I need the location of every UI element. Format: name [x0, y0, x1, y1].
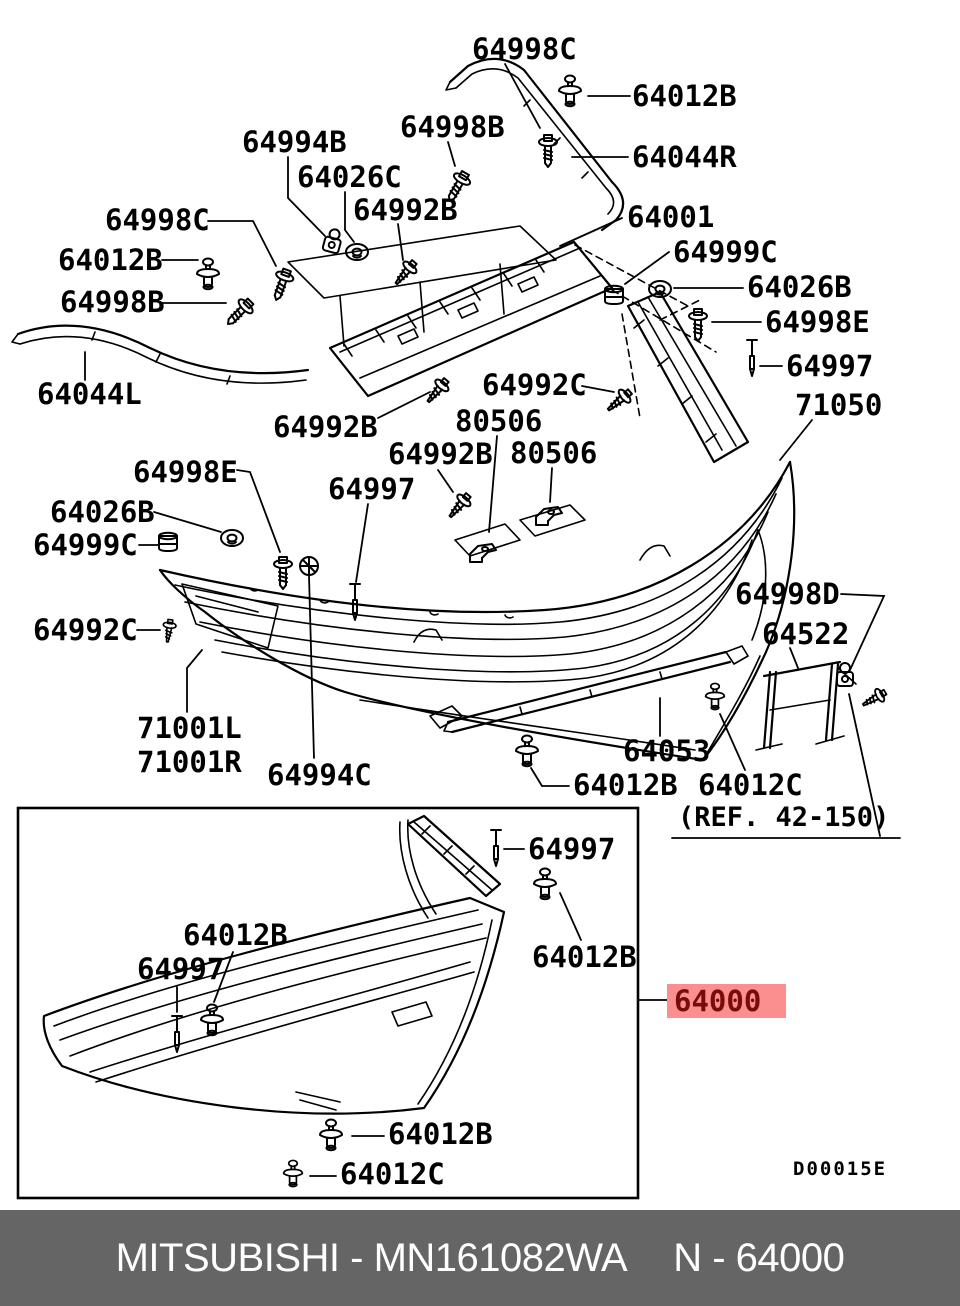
part-label-64053: 64053 — [623, 734, 710, 768]
bolt-glyph — [220, 294, 258, 332]
part-label-64992c-left: 64992C — [33, 613, 138, 647]
grommet-glyph — [648, 280, 672, 298]
part-label-64026b-left: 64026B — [50, 495, 155, 529]
screw-glyph — [160, 618, 178, 644]
part-label-64999c-left: 64999C — [33, 528, 138, 562]
part-label-64998e-right: 64998E — [765, 305, 870, 339]
lower-bracket-64053-art — [429, 645, 749, 734]
part-label-64026c: 64026C — [297, 160, 402, 194]
clip-glyph — [704, 682, 726, 711]
part-label-64992c-mid: 64992C — [482, 368, 587, 402]
part-label-64997-mid: 64997 — [328, 472, 415, 506]
footer-catalog-code: N - 64000 — [673, 1235, 845, 1280]
part-label-64992b-mid: 64992B — [388, 437, 493, 471]
part-label-64998b-left: 64998B — [60, 285, 165, 319]
bolt-glyph — [273, 556, 293, 590]
part-label-64994b: 64994B — [242, 125, 347, 159]
part-label-64999c-right: 64999C — [673, 235, 778, 269]
corner-stay-art — [621, 290, 750, 464]
pin-glyph — [746, 339, 758, 377]
part-label-71050: 71050 — [795, 388, 882, 422]
bolt-glyph — [538, 134, 558, 168]
part-label-64997-box-left: 64997 — [137, 952, 224, 986]
clip-nut-glyph — [321, 226, 345, 255]
part-label-80506-b: 80506 — [510, 436, 597, 470]
license-bracket-64522-art — [755, 660, 857, 751]
part-label-64998c-top: 64998C — [472, 32, 577, 66]
part-label-64998c-left: 64998C — [105, 203, 210, 237]
part-label-71001l: 71001L — [137, 711, 242, 745]
clip-glyph — [515, 734, 539, 768]
screw-glyph — [443, 488, 476, 523]
part-label-64997-right: 64997 — [786, 349, 873, 383]
cap-glyph — [158, 531, 178, 552]
part-label-64012b-lower: 64012B — [573, 768, 678, 802]
drawing-code: D00015E — [793, 1158, 888, 1180]
part-label-64998e-left: 64998E — [133, 455, 238, 489]
bolt-glyph — [266, 265, 297, 305]
cap-glyph — [604, 284, 624, 305]
screw-glyph — [421, 373, 454, 408]
bracket-glyph — [535, 506, 563, 526]
boxed-subdiagram-art — [16, 806, 640, 1200]
part-label-64012b-box-right: 64012B — [532, 940, 637, 974]
upper-right-molding-64044R-art — [445, 57, 625, 232]
part-label-64044l: 64044L — [37, 377, 142, 411]
clip-glyph — [196, 257, 220, 291]
part-label-71001r: 71001R — [137, 745, 242, 779]
part-label-64012c-box-bottom: 64012C — [340, 1157, 445, 1191]
clip-glyph — [282, 1159, 304, 1188]
clip-glyph — [319, 1118, 343, 1152]
part-label-64992b-mid-left: 64992B — [273, 410, 378, 444]
part-label-64994c: 64994C — [267, 758, 372, 792]
pin-glyph — [490, 829, 502, 867]
part-label-64998b-top: 64998B — [400, 110, 505, 144]
part-label-64012b-box-bottom: 64012B — [388, 1117, 493, 1151]
part-label-64522: 64522 — [762, 617, 849, 651]
part-label-64012b-top: 64012B — [632, 79, 737, 113]
clip-glyph — [558, 74, 582, 108]
rosette-glyph — [299, 556, 319, 576]
screw-glyph — [858, 685, 890, 712]
part-label-64012b-left: 64012B — [58, 243, 163, 277]
grommet-glyph — [220, 529, 244, 547]
part-label-64012b-box-left: 64012B — [183, 918, 288, 952]
part-label-64026b-right: 64026B — [747, 270, 852, 304]
bracket-glyph — [469, 543, 497, 563]
part-label-80506-a: 80506 — [455, 404, 542, 438]
footer-bar: MITSUBISHI - MN161082WA N - 64000 — [0, 1210, 960, 1306]
part-label-64001: 64001 — [627, 200, 714, 234]
footer-brand-part-code: MITSUBISHI - MN161082WA — [115, 1235, 628, 1280]
clip-glyph — [533, 867, 557, 901]
part-label-64997-box-right: 64997 — [528, 832, 615, 866]
part-labels: 64998C 64012B 64998B 64994B 64026C 64992… — [33, 32, 889, 1191]
left-molding-64044L-art — [11, 324, 310, 385]
part-label-64998d: 64998D — [735, 577, 840, 611]
ref-note: (REF. 42-150) — [678, 802, 889, 833]
part-label-64012c-lower: 64012C — [698, 768, 803, 802]
bolt-glyph — [688, 308, 708, 342]
highlighted-part-number-64000: 64000 — [667, 984, 786, 1018]
part-label-64044r: 64044R — [632, 140, 737, 174]
leader-lines — [84, 63, 901, 1177]
part-label-64992b-top: 64992B — [353, 193, 458, 227]
